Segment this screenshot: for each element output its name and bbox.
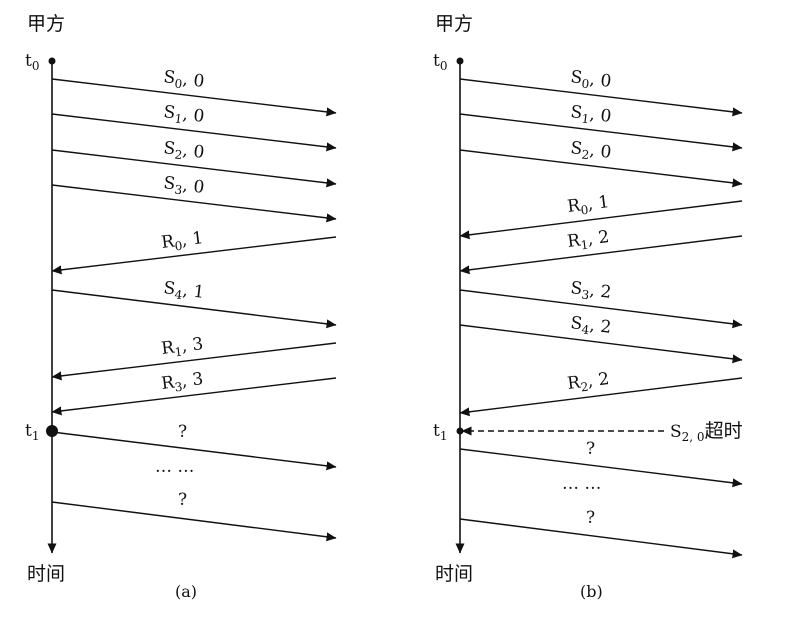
diagram-a: 甲方 t0 t1 时间 (a) S0, 0 S1, 0 S2, 0 S3, 0 … (25, 13, 337, 601)
arrow-label: S4, 2 (569, 313, 612, 340)
arrow-label: S2, 0 (162, 138, 205, 165)
message-arrow: ? (459, 508, 743, 559)
message-arrow: S1, 0 (51, 102, 337, 152)
caption-a: (a) (175, 582, 197, 601)
t0-label: t0 (433, 51, 447, 73)
timeout-arrow: S2, 0超时 (461, 420, 743, 444)
party-label: 甲方 (27, 13, 65, 35)
arrow-label: S1, 0 (162, 102, 205, 129)
t0-dot (48, 57, 56, 65)
message-arrow: R1, 2 (459, 227, 743, 275)
message-arrow: S4, 1 (51, 278, 337, 329)
t1-label: t1 (25, 421, 39, 443)
t1-label: t1 (433, 421, 447, 443)
arrow-label: S2, 0 (569, 138, 612, 165)
message-arrow: ? (51, 422, 337, 471)
arrow-label: S4, 1 (162, 278, 205, 305)
message-arrow: R2, 2 (459, 369, 743, 417)
arrow-label: ? (586, 439, 595, 459)
message-arrow: R1, 3 (51, 334, 337, 381)
message-arrow: R0, 1 (459, 192, 743, 240)
arrow-label: R3, 3 (160, 369, 204, 396)
arrow-label: S1, 0 (569, 102, 612, 129)
t0-dot (456, 57, 464, 65)
message-arrow: S3, 2 (459, 278, 743, 329)
message-arrow: R0, 1 (51, 228, 337, 275)
message-arrow: ? (459, 439, 743, 488)
party-label: 甲方 (435, 13, 473, 35)
caption-b: (b) (580, 582, 603, 601)
timeout-label: S2, 0超时 (670, 420, 743, 444)
arrow-label: ? (586, 508, 595, 528)
arrow-label: S0, 0 (569, 67, 612, 94)
message-arrow: S0, 0 (51, 67, 337, 117)
message-arrow: S1, 0 (459, 102, 743, 152)
arrow-label: ? (178, 490, 187, 510)
arrow-label: S3, 0 (162, 173, 205, 200)
ellipsis: … … (155, 457, 194, 477)
arrow-label: S0, 0 (162, 67, 205, 94)
ellipsis: … … (562, 474, 601, 494)
time-axis-label: 时间 (27, 563, 65, 585)
arrow-label: S3, 2 (569, 278, 612, 305)
arrow-label: R0, 1 (160, 228, 204, 255)
message-arrow: R3, 3 (51, 369, 337, 416)
message-arrow: S3, 0 (51, 173, 337, 223)
arrow-label: R0, 1 (566, 192, 610, 219)
arrow-label: R1, 2 (566, 227, 610, 254)
arrow-label: ? (178, 422, 187, 442)
arrow-label: R1, 3 (160, 334, 204, 361)
message-arrow: S0, 0 (459, 67, 743, 117)
t1-dot (46, 425, 58, 437)
message-arrow: ? (51, 490, 337, 542)
message-arrow: S2, 0 (459, 138, 743, 188)
diagram-b: 甲方 t0 t1 时间 (b) S0, 0 S1, 0 S2, 0 R0, 1 … (433, 13, 743, 601)
message-arrow: S4, 2 (459, 313, 743, 364)
message-arrow: S2, 0 (51, 138, 337, 188)
t0-label: t0 (25, 51, 39, 73)
time-axis-label: 时间 (435, 563, 473, 585)
arrow-label: R2, 2 (566, 369, 610, 396)
